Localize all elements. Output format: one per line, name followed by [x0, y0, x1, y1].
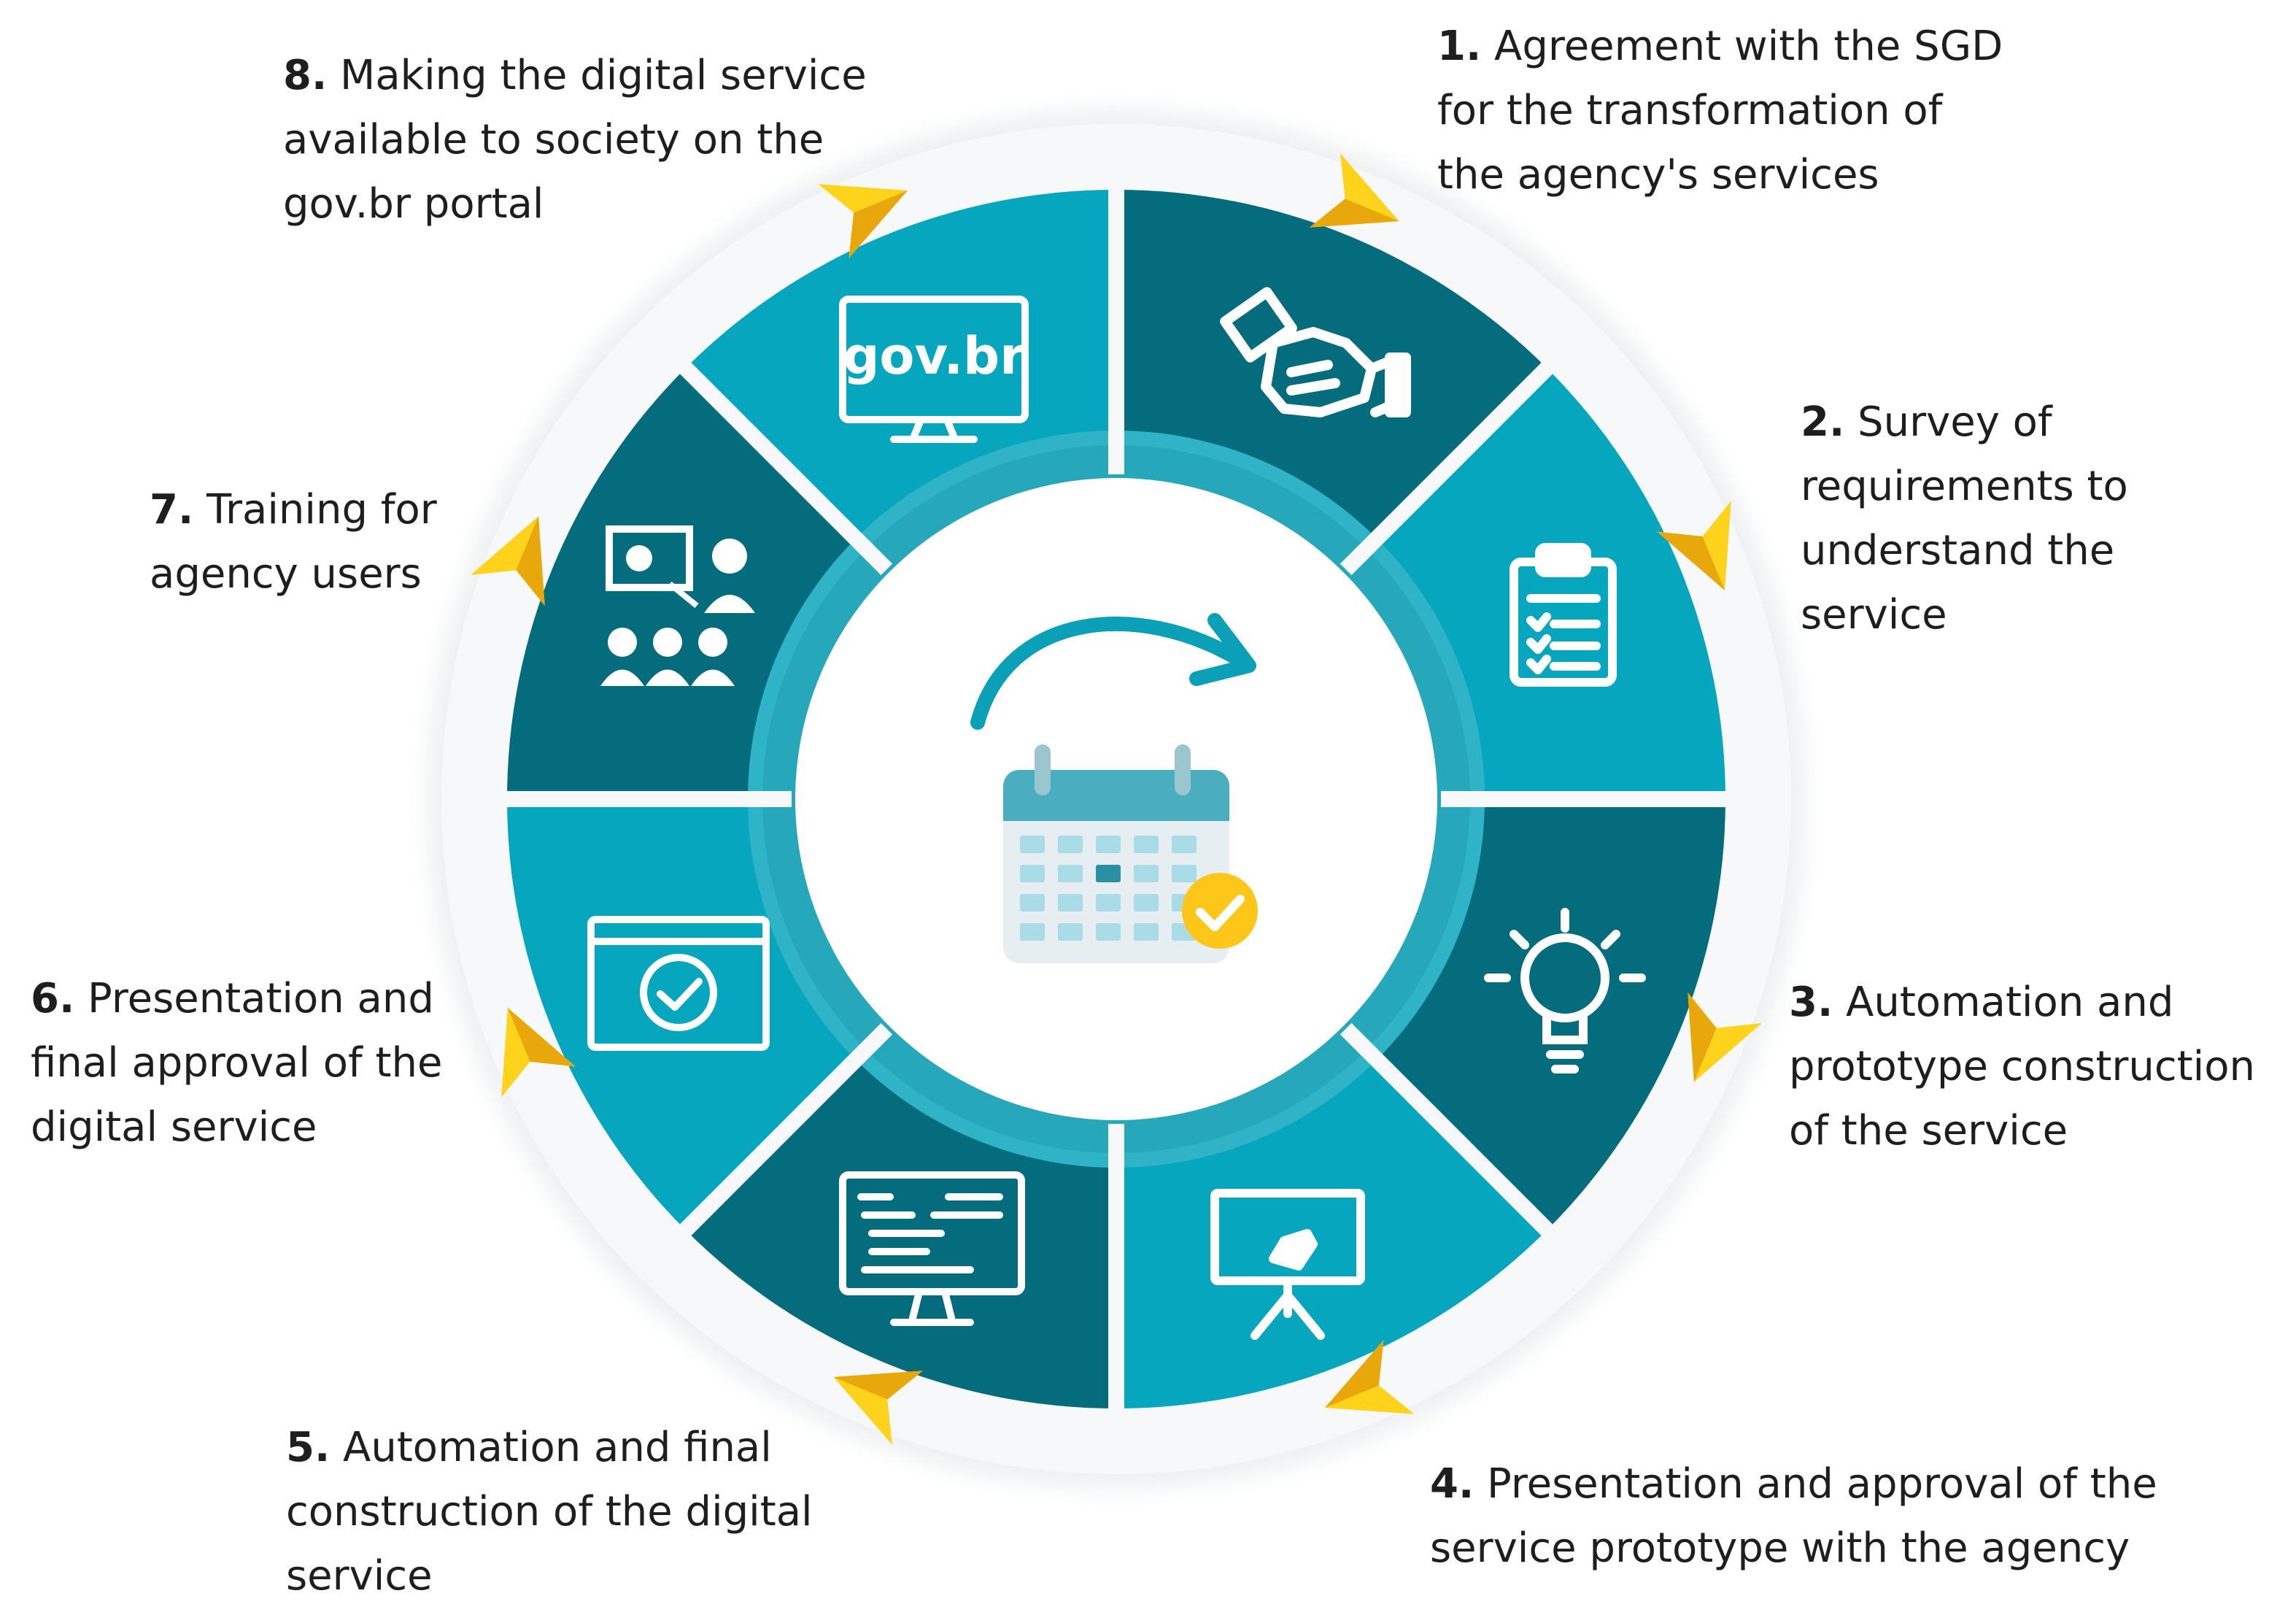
- calendar-day: [1134, 894, 1159, 911]
- training-group-icon: [600, 525, 755, 686]
- segment-separator: [677, 360, 893, 576]
- calendar-day: [1134, 836, 1159, 853]
- step-8-line: 8. Making the digital service: [283, 44, 867, 108]
- step-1-line: the agency's services: [1437, 151, 1879, 198]
- rotation-arrow: [970, 616, 1248, 730]
- rotation-arrowhead: [1189, 613, 1256, 686]
- step-2-label: 2. Survey of requirements to understand th…: [1801, 390, 2128, 647]
- code-monitor-icon: [839, 1171, 1025, 1326]
- step-6-line: final approval of the: [31, 1039, 443, 1087]
- calendar-day: [1172, 865, 1197, 882]
- step-2-line: service: [1801, 591, 1947, 639]
- govbr-logo-text: gov.br: [843, 326, 1025, 386]
- step-number: 8.: [283, 52, 328, 99]
- step-text: Automation and final: [330, 1424, 772, 1471]
- lightbulb-icon: [1484, 908, 1646, 1074]
- segment-separator: [677, 1022, 893, 1238]
- step-text: Making the digital service: [327, 52, 867, 99]
- step-5-line: construction of the digital: [286, 1488, 813, 1535]
- calendar-day: [1134, 865, 1159, 882]
- step-text: Survey of: [1844, 398, 2052, 446]
- step-5-label: 5. Automation and final construction of t…: [286, 1416, 813, 1608]
- step-7-line: agency users: [150, 550, 422, 598]
- segment-separator: [1340, 1022, 1555, 1238]
- step-7-label: 7. Training for agency users: [150, 478, 437, 606]
- presentation-board-icon: [1210, 1189, 1365, 1340]
- calendar-day: [1058, 923, 1083, 941]
- step-text: Presentation and approval of the: [1474, 1460, 2157, 1508]
- clipboard-checklist-icon: [1510, 543, 1617, 687]
- calendar-day: [1058, 836, 1083, 853]
- step-5-line: 5. Automation and final: [286, 1416, 813, 1480]
- step-6-line: digital service: [31, 1103, 317, 1151]
- step-4-line: 4. Presentation and approval of the: [1430, 1452, 2157, 1516]
- segment-separator: [1340, 360, 1555, 576]
- step-6-line: 6. Presentation and: [31, 967, 442, 1031]
- cycle-arrow-icon: [471, 516, 545, 606]
- step-number: 7.: [150, 486, 194, 533]
- calendar-day: [1096, 894, 1121, 911]
- step-2-line: understand the: [1801, 527, 2115, 574]
- step-1-line: for the transformation of: [1437, 87, 1943, 134]
- step-text: Automation and: [1833, 979, 2174, 1026]
- calendar-day: [1058, 894, 1083, 911]
- step-3-line: of the service: [1789, 1107, 2068, 1155]
- calendar-day: [1134, 923, 1159, 941]
- step-3-label: 3. Automation and prototype construction o…: [1789, 971, 2255, 1163]
- step-8-line: available to society on the: [283, 116, 824, 163]
- step-number: 6.: [31, 975, 75, 1022]
- step-8-line: gov.br portal: [283, 180, 544, 228]
- cycle-arrows: [471, 153, 1762, 1445]
- step-1-line: 1. Agreement with the SGD: [1437, 15, 2003, 79]
- calendar-day: [1058, 865, 1083, 882]
- step-number: 3.: [1789, 979, 1833, 1026]
- step-4-label: 4. Presentation and approval of the servi…: [1430, 1452, 2157, 1581]
- step-2-line: 2. Survey of: [1801, 390, 2128, 455]
- calendar-day: [1020, 894, 1045, 911]
- step-number: 5.: [286, 1424, 331, 1471]
- cycle-arrow-icon: [1688, 992, 1762, 1082]
- handshake-icon: [1220, 287, 1411, 417]
- step-2-line: requirements to: [1801, 463, 2128, 510]
- step-7-line: 7. Training for: [150, 478, 437, 542]
- calendar-day: [1020, 836, 1045, 853]
- step-8-label: 8. Making the digital service available t…: [283, 44, 867, 236]
- segment-separators: [503, 186, 1729, 1412]
- step-1-label: 1. Agreement with the SGD for the transfo…: [1437, 15, 2003, 207]
- step-text: Presentation and: [74, 975, 434, 1022]
- step-number: 2.: [1801, 398, 1845, 446]
- cycle-arrow-icon: [818, 184, 908, 258]
- step-6-label: 6. Presentation and final approval of the…: [31, 967, 442, 1160]
- cycle-arrow-icon: [1657, 501, 1731, 591]
- step-text: Training for: [193, 486, 437, 533]
- step-3-line: prototype construction: [1789, 1043, 2255, 1090]
- cycle-arrow-icon: [1324, 1340, 1415, 1414]
- cycle-arrow-icon: [501, 1007, 576, 1098]
- calendar-day: [1096, 865, 1121, 882]
- calendar-day: [1020, 923, 1045, 941]
- calendar-day: [1096, 923, 1121, 941]
- approved-window-icon: [587, 916, 770, 1051]
- step-5-line: service: [286, 1552, 433, 1600]
- calendar-day: [1172, 836, 1197, 853]
- step-3-line: 3. Automation and: [1789, 971, 2255, 1035]
- cycle-arrow-icon: [1309, 153, 1399, 228]
- step-4-line: service prototype with the agency: [1430, 1525, 2130, 1572]
- calendar-day: [1096, 836, 1121, 853]
- step-text: Agreement with the SGD: [1481, 23, 2003, 70]
- step-number: 1.: [1437, 23, 1482, 70]
- calendar-day: [1020, 865, 1045, 882]
- calendar-with-check-icon: [970, 613, 1258, 963]
- govbr-monitor-icon: gov.br: [839, 296, 1029, 443]
- step-number: 4.: [1430, 1460, 1474, 1508]
- cycle-arrow-icon: [833, 1371, 924, 1445]
